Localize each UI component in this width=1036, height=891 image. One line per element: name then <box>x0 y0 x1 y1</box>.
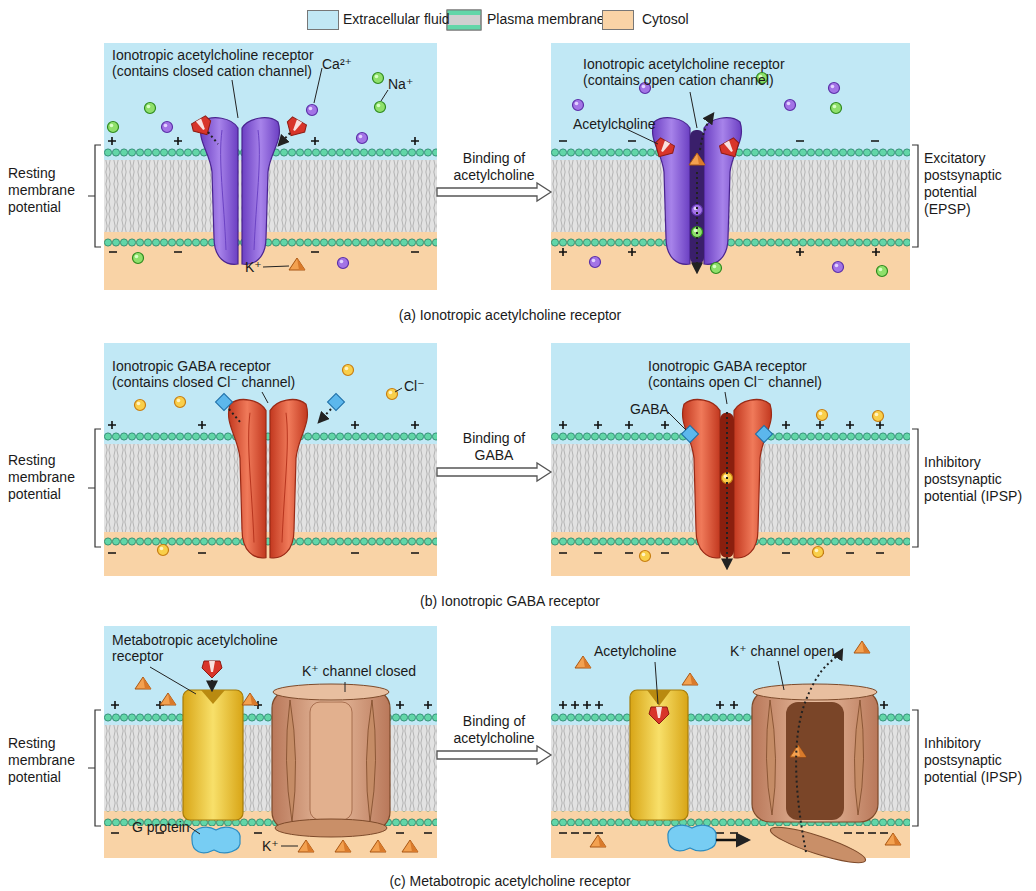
legend-swatch <box>602 10 634 30</box>
side-label: Resting membrane potential <box>8 452 90 503</box>
panel-heading: Metabotropic acetylcholine receptor <box>112 632 312 664</box>
panel-text: Acetylcholine <box>573 116 673 132</box>
legend-text: Extracellular fluid <box>343 11 450 28</box>
side-label: Excitatory postsynaptic potential (EPSP) <box>924 150 1024 218</box>
side-label: Inhibitory postsynaptic potential (IPSP) <box>924 735 1024 786</box>
legend-text: Plasma membrane <box>487 11 605 28</box>
panel: Metabotropic acetylcholine receptorK⁺ ch… <box>104 626 437 858</box>
edge-label: Binding of GABA <box>447 430 542 464</box>
panel-heading: Acetylcholine <box>594 643 704 659</box>
panel-heading: Ionotropic GABA receptor (contains close… <box>112 358 324 390</box>
panel-text: K⁺ channel open <box>730 643 860 659</box>
panel-text: Na⁺ <box>388 76 428 92</box>
panel: Ionotropic GABA receptor (contains close… <box>104 343 437 576</box>
panel-heading: Ionotropic acetylcholine receptor (conta… <box>112 47 347 79</box>
edge-label: Binding of acetylcholine <box>447 150 542 184</box>
hollow-arrow <box>437 463 551 481</box>
panel-text: G protein <box>132 819 212 835</box>
panel-heading: Ionotropic GABA receptor (contains open … <box>648 358 860 390</box>
panel-text: GABA <box>630 401 690 417</box>
edge-label: Binding of acetylcholine <box>447 713 542 747</box>
panel: Acetylcholine K⁺ channel open <box>551 626 910 858</box>
legend-text: Cytosol <box>642 11 689 28</box>
side-label: Inhibitory postsynaptic potential (IPSP) <box>924 454 1024 505</box>
panel-caption: (b) Ionotropic GABA receptor <box>300 593 720 610</box>
legend-swatch <box>307 10 339 30</box>
hollow-arrow <box>437 746 551 764</box>
side-label: Resting membrane potential <box>8 735 90 786</box>
panel: Ionotropic acetylcholine receptor (conta… <box>104 43 437 290</box>
membrane-swatch <box>447 10 481 30</box>
panel: Ionotropic GABA receptor (contains open … <box>551 343 910 576</box>
side-label: Resting membrane potential <box>8 165 90 216</box>
panel-text: K⁺ channel closed <box>302 663 442 679</box>
panel-text: K⁺ <box>262 838 292 854</box>
panel: Ionotropic acetylcholine receptor (conta… <box>551 43 910 290</box>
panel-text: Ca²⁺ <box>322 56 372 72</box>
panel-caption: (a) Ionotropic acetylcholine receptor <box>300 307 720 324</box>
hollow-arrow <box>437 183 551 201</box>
panel-caption: (c) Metabotropic acetylcholine receptor <box>300 873 720 890</box>
panel-text: Cl⁻ <box>404 378 444 394</box>
panel-text: K⁺ <box>245 259 275 275</box>
panel-heading: Ionotropic acetylcholine receptor (conta… <box>583 56 823 88</box>
